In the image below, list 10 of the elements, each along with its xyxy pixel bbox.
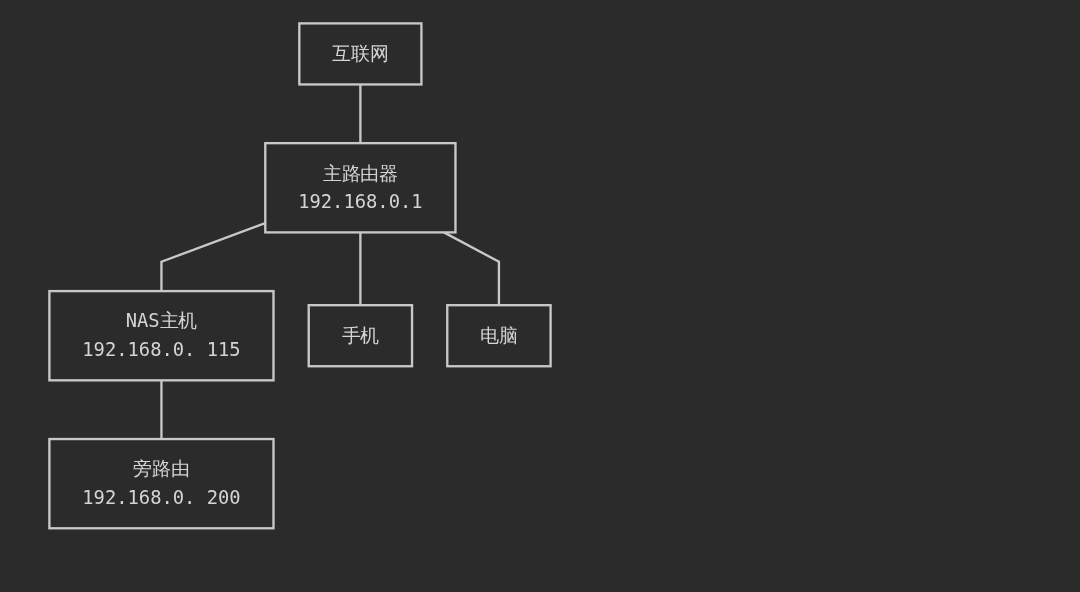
- node-box: 手机: [307, 304, 414, 368]
- connector: [160, 380, 163, 440]
- node-box: 旁路由 192.168.0. 200: [48, 437, 275, 530]
- node-box: 主路由器 192.168.0.1: [264, 142, 457, 234]
- connector: [359, 84, 362, 144]
- node-box: 电脑: [446, 304, 552, 368]
- node-box: 互联网: [298, 22, 423, 86]
- connector: [359, 232, 362, 306]
- connector: [160, 222, 266, 292]
- node-box: NAS主机 192.168.0. 115: [48, 289, 275, 382]
